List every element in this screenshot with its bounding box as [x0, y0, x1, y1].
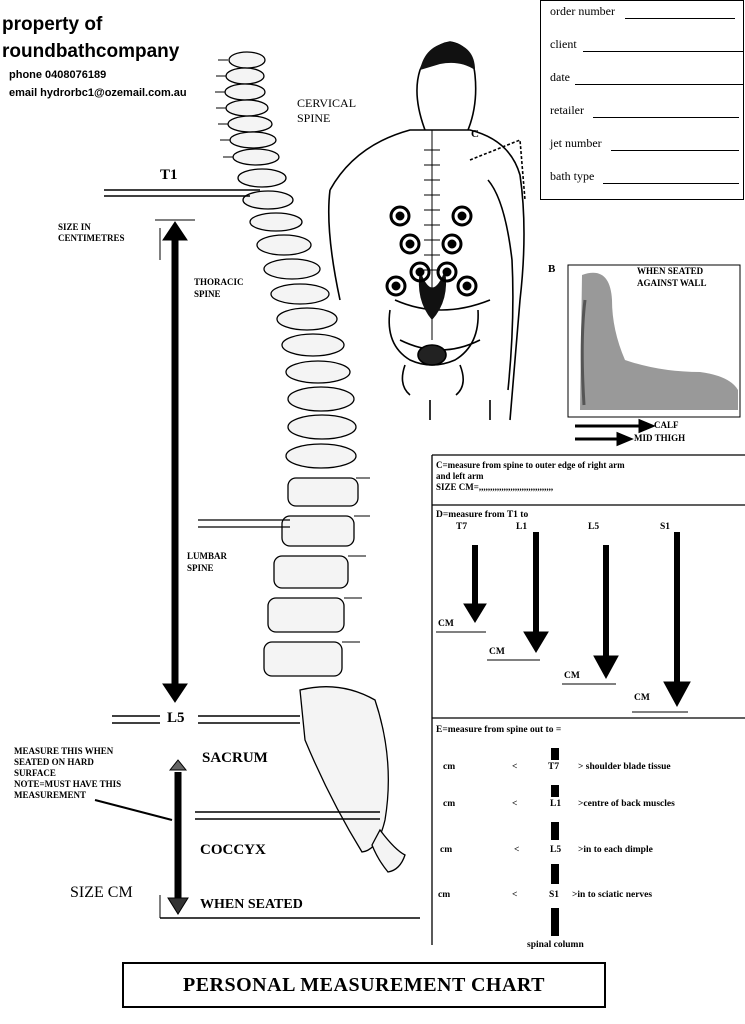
- bath-type-field[interactable]: [603, 183, 739, 184]
- size-in-centimetres-label: SIZE IN CENTIMETRES: [58, 222, 125, 243]
- pelvis-illustration: [388, 309, 479, 396]
- sacrum-label: SACRUM: [202, 750, 268, 766]
- head-hair: [420, 42, 475, 70]
- e-row-l1-cm[interactable]: cm: [443, 799, 456, 809]
- e-row-t7-cm[interactable]: cm: [443, 762, 456, 772]
- calf-mid-thigh-arrows: [575, 418, 656, 447]
- l5-label: L5: [167, 710, 185, 726]
- panel-d-l5: L5: [588, 522, 600, 532]
- calf-label: CALF: [654, 420, 679, 430]
- jet-number-field[interactable]: [611, 150, 739, 151]
- panel-d-cm-t7[interactable]: CM: [438, 619, 454, 629]
- panel-c-line2: and left arm: [436, 471, 484, 481]
- c-label: C: [471, 128, 479, 140]
- order-form: order number client date retailer jet nu…: [540, 0, 744, 200]
- e-row-l5-desc: >in to each dimple: [578, 845, 653, 855]
- e-row-l5-cm[interactable]: cm: [440, 845, 453, 855]
- spinal-column-label: spinal column: [527, 940, 584, 950]
- jet-number-label: jet number: [550, 136, 602, 150]
- date-label: date: [550, 70, 570, 84]
- coccyx-label: COCCYX: [200, 842, 266, 858]
- panel-c-size-cm[interactable]: SIZE CM=,,,,,,,,,,,,,,,,,,,,,,,,,,,,,,,,…: [436, 482, 554, 492]
- panel-d-s1: S1: [660, 522, 671, 532]
- bath-type-label: bath type: [550, 169, 595, 183]
- panel-d-cm-s1[interactable]: CM: [634, 693, 650, 703]
- b-label: B: [548, 263, 556, 275]
- thoracic-measure-arrow: [162, 221, 188, 703]
- e-row-t7-desc: > shoulder blade tissue: [578, 762, 671, 772]
- phone-text: phone 0408076189: [9, 69, 107, 81]
- e-row-l5-vertebra: L5: [550, 845, 562, 855]
- order-number-label: order number: [550, 4, 615, 18]
- spinal-column-bars: [551, 748, 559, 936]
- panel-c-line1: C=measure from spine to outer edge of ri…: [436, 460, 625, 470]
- e-row-l1-vertebra: L1: [550, 799, 562, 809]
- panel-d-t7: T7: [456, 522, 468, 532]
- retailer-label: retailer: [550, 103, 584, 117]
- jet-targets: [385, 205, 478, 297]
- t1-label: T1: [160, 167, 178, 183]
- date-field[interactable]: [575, 84, 743, 85]
- e-row-l1-desc: >centre of back muscles: [578, 799, 675, 809]
- panel-c: C=measure from spine to outer edge of ri…: [436, 460, 625, 493]
- company-name: roundbathcompany: [2, 41, 180, 62]
- measure-note: MEASURE THIS WHEN SEATED ON HARD SURFACE…: [14, 746, 122, 800]
- thoracic-spine-label: THORACIC SPINE: [194, 277, 244, 299]
- lumbar-spine-label: LUMBAR SPINE: [187, 551, 227, 573]
- panel-d-l1: L1: [516, 522, 528, 532]
- e-row-l1-lt: <: [512, 799, 518, 809]
- sacrum-measure-arrow: [94, 759, 189, 915]
- size-cm-label: SIZE CM: [70, 884, 133, 901]
- order-number-field[interactable]: [625, 18, 735, 19]
- retailer-field[interactable]: [593, 117, 739, 118]
- chart-title: PERSONAL MEASUREMENT CHART: [122, 962, 606, 1008]
- e-row-t7-vertebra: T7: [548, 762, 560, 772]
- d-arrows: [436, 532, 691, 713]
- client-label: client: [550, 37, 577, 51]
- e-row-s1-cm[interactable]: cm: [438, 890, 451, 900]
- cervical-spine-label: CERVICAL SPINE: [297, 96, 357, 125]
- e-row-t7-lt: <: [512, 762, 518, 772]
- panel-d-title: D=measure from T1 to: [436, 510, 529, 520]
- seated-against-wall-label: WHEN SEATED AGAINST WALL: [637, 266, 707, 288]
- e-row-l5-lt: <: [514, 845, 520, 855]
- panel-d-cm-l1[interactable]: CM: [489, 647, 505, 657]
- e-row-s1-lt: <: [512, 890, 518, 900]
- when-seated-label: WHEN SEATED: [200, 897, 303, 912]
- client-field[interactable]: [583, 51, 743, 52]
- seated-figure-b: [567, 264, 741, 418]
- email-text: email hydrorbc1@ozemail.com.au: [9, 87, 187, 99]
- e-row-s1-desc: >in to sciatic nerves: [572, 890, 653, 900]
- spine-illustration: [224, 51, 406, 873]
- panel-d-cm-l5[interactable]: CM: [564, 671, 580, 681]
- mid-thigh-label: MID THIGH: [634, 433, 686, 443]
- panel-e-title: E=measure from spine out to =: [436, 725, 562, 735]
- e-row-s1-vertebra: S1: [549, 890, 560, 900]
- property-of-line: property of: [2, 14, 103, 35]
